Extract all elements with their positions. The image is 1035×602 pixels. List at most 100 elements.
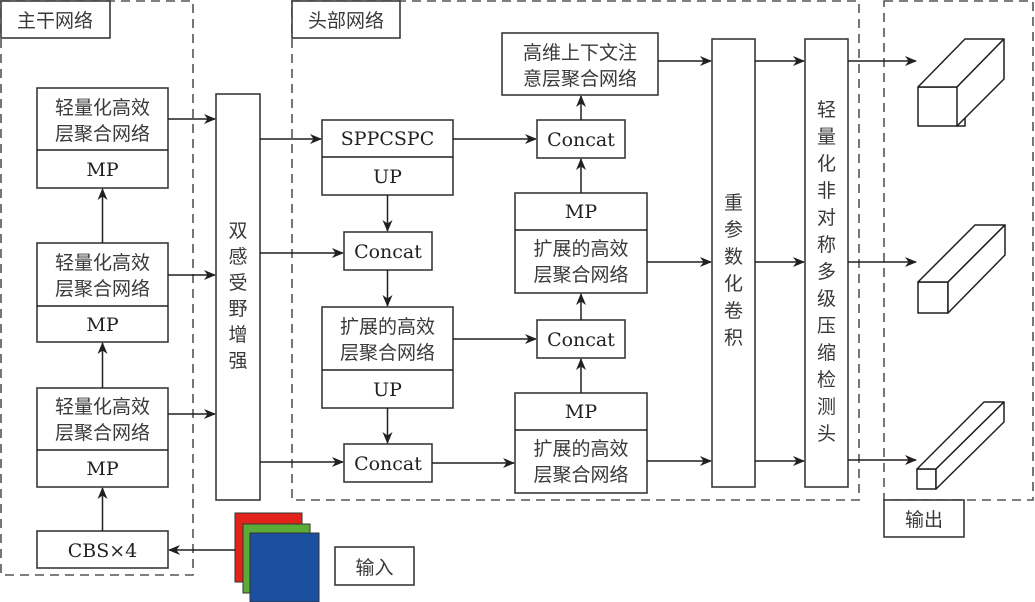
dual-rf-label: 双 感 受 野 增 强	[228, 220, 247, 372]
head-frame	[291, 0, 860, 501]
concat-block-top[interactable]: Concat	[536, 119, 626, 159]
dual-rf-enhance-block[interactable]: 双 感 受 野 增 强	[215, 93, 261, 501]
reparam-conv-block[interactable]: 重 参 数 化 卷 积	[711, 38, 756, 488]
output-cube-large	[917, 38, 1005, 127]
lehl-line1: 轻量化高效	[55, 97, 150, 119]
head-label: 头部网络	[308, 10, 384, 32]
reparam-label: 重 参 数 化 卷 积	[724, 192, 743, 349]
elan-line2: 层聚合网络	[340, 342, 435, 364]
detect-head-char: 化	[817, 153, 836, 175]
input-label-frame	[334, 546, 415, 586]
elan-line1: 扩展的高效	[340, 316, 435, 338]
cube-side-face	[956, 38, 1005, 127]
dual-rf-frame	[215, 93, 261, 501]
detect-head-char: 非	[817, 180, 836, 202]
head-region: 头部网络	[291, 0, 860, 501]
reparam-char: 参	[724, 219, 743, 241]
concat-label: Concat	[354, 241, 422, 263]
concat-label: Concat	[547, 329, 615, 351]
concat-block-1[interactable]: Concat	[343, 231, 433, 271]
concat-block-2[interactable]: Concat	[343, 443, 433, 483]
elan-mp-bottom-frame	[514, 392, 648, 494]
up-label: UP	[373, 379, 402, 401]
elan-mp-top-block[interactable]: MP 扩展的高效 层聚合网络	[514, 192, 648, 294]
detect-head-label: 轻 量 化 非 对 称 多 级 压 缩 检 测 头	[817, 99, 836, 445]
lehl-line1: 轻量化高效	[55, 396, 150, 418]
lehl-line2: 层聚合网络	[55, 422, 150, 444]
elan-line1: 扩展的高效	[533, 238, 628, 260]
lehl-block-2[interactable]: 轻量化高效 层聚合网络 MP	[36, 242, 169, 343]
hca-block[interactable]: 高维上下文注 意层聚合网络	[501, 32, 659, 96]
detect-head-char: 压	[817, 315, 836, 337]
output-label-box	[883, 499, 965, 538]
dual-rf-char: 双	[228, 220, 247, 242]
reparam-char: 积	[724, 327, 743, 349]
input-channel-blue	[249, 532, 320, 602]
output-cube-medium	[917, 224, 1006, 314]
detect-head-char: 缩	[817, 342, 836, 364]
hca-line2: 意层聚合网络	[523, 68, 637, 90]
detect-head-char: 头	[817, 423, 836, 445]
mp-label: MP	[86, 314, 118, 336]
backbone-label: 主干网络	[17, 10, 93, 32]
detect-head-frame	[804, 38, 849, 488]
cube-front-face	[917, 281, 949, 314]
dual-rf-char: 增	[228, 324, 247, 346]
cube-side-face	[935, 401, 1005, 490]
detect-head-char: 对	[817, 207, 836, 229]
reparam-char: 数	[724, 246, 743, 268]
detect-head-char: 称	[817, 234, 836, 256]
backbone-label-box	[0, 0, 111, 39]
hca-frame	[501, 32, 659, 96]
mp-label: MP	[565, 201, 597, 223]
lehl-line2: 层聚合网络	[55, 123, 150, 145]
elan-mp-bottom-block[interactable]: MP 扩展的高效 层聚合网络	[514, 392, 648, 494]
reparam-char: 卷	[724, 300, 743, 322]
elan-up-frame	[321, 306, 454, 409]
reparam-frame	[711, 38, 756, 488]
detect-head-char: 轻	[817, 99, 836, 121]
lehl-line2: 层聚合网络	[55, 278, 150, 300]
output-label: 输出	[905, 509, 943, 531]
input-label-box: 输入	[334, 546, 415, 586]
cbs-stem-frame	[36, 530, 169, 569]
elan-mp-top-frame	[514, 192, 648, 294]
reparam-char: 化	[724, 273, 743, 295]
reparam-char: 重	[724, 192, 743, 214]
dual-rf-char: 受	[228, 272, 247, 294]
detect-head-char: 检	[817, 369, 836, 391]
dual-rf-char: 野	[228, 298, 247, 320]
up-label: UP	[373, 166, 402, 188]
dual-rf-char: 感	[228, 246, 247, 268]
detect-head-char: 多	[817, 261, 836, 283]
cube-front-face	[916, 468, 937, 490]
elan-up-block[interactable]: 扩展的高效 层聚合网络 UP	[321, 306, 454, 409]
elan-line2: 层聚合网络	[533, 464, 628, 486]
cube-side-face	[947, 224, 1006, 314]
mp-label: MP	[565, 401, 597, 423]
concat-2-frame	[343, 443, 433, 483]
output-region: 输出	[883, 0, 1034, 538]
lehl-block-2-frame	[36, 242, 169, 343]
detect-head-char: 量	[817, 126, 836, 148]
lehl-block-1[interactable]: 轻量化高效 层聚合网络 MP	[36, 87, 169, 189]
cbs-stem-label: CBS×4	[68, 540, 138, 562]
sppcspc-label: SPPCSPC	[341, 128, 434, 150]
detect-head-block[interactable]: 轻 量 化 非 对 称 多 级 压 缩 检 测 头	[804, 38, 849, 488]
detect-head-char: 级	[817, 288, 836, 310]
lehl-block-3-frame	[36, 387, 169, 488]
backbone-region: 主干网络	[0, 0, 194, 576]
sppcspc-block[interactable]: SPPCSPC UP	[321, 119, 454, 196]
concat-block-mid[interactable]: Concat	[536, 319, 626, 359]
elan-line1: 扩展的高效	[533, 438, 628, 460]
concat-label: Concat	[354, 453, 422, 475]
dual-rf-char: 强	[228, 350, 247, 372]
cbs-stem-block[interactable]: CBS×4	[36, 530, 169, 569]
concat-mid-frame	[536, 319, 626, 359]
input-label: 输入	[355, 557, 393, 579]
concat-label: Concat	[547, 129, 615, 151]
input-image-stack	[234, 512, 320, 602]
lehl-block-3[interactable]: 轻量化高效 层聚合网络 MP	[36, 387, 169, 488]
lehl-line1: 轻量化高效	[55, 252, 150, 274]
